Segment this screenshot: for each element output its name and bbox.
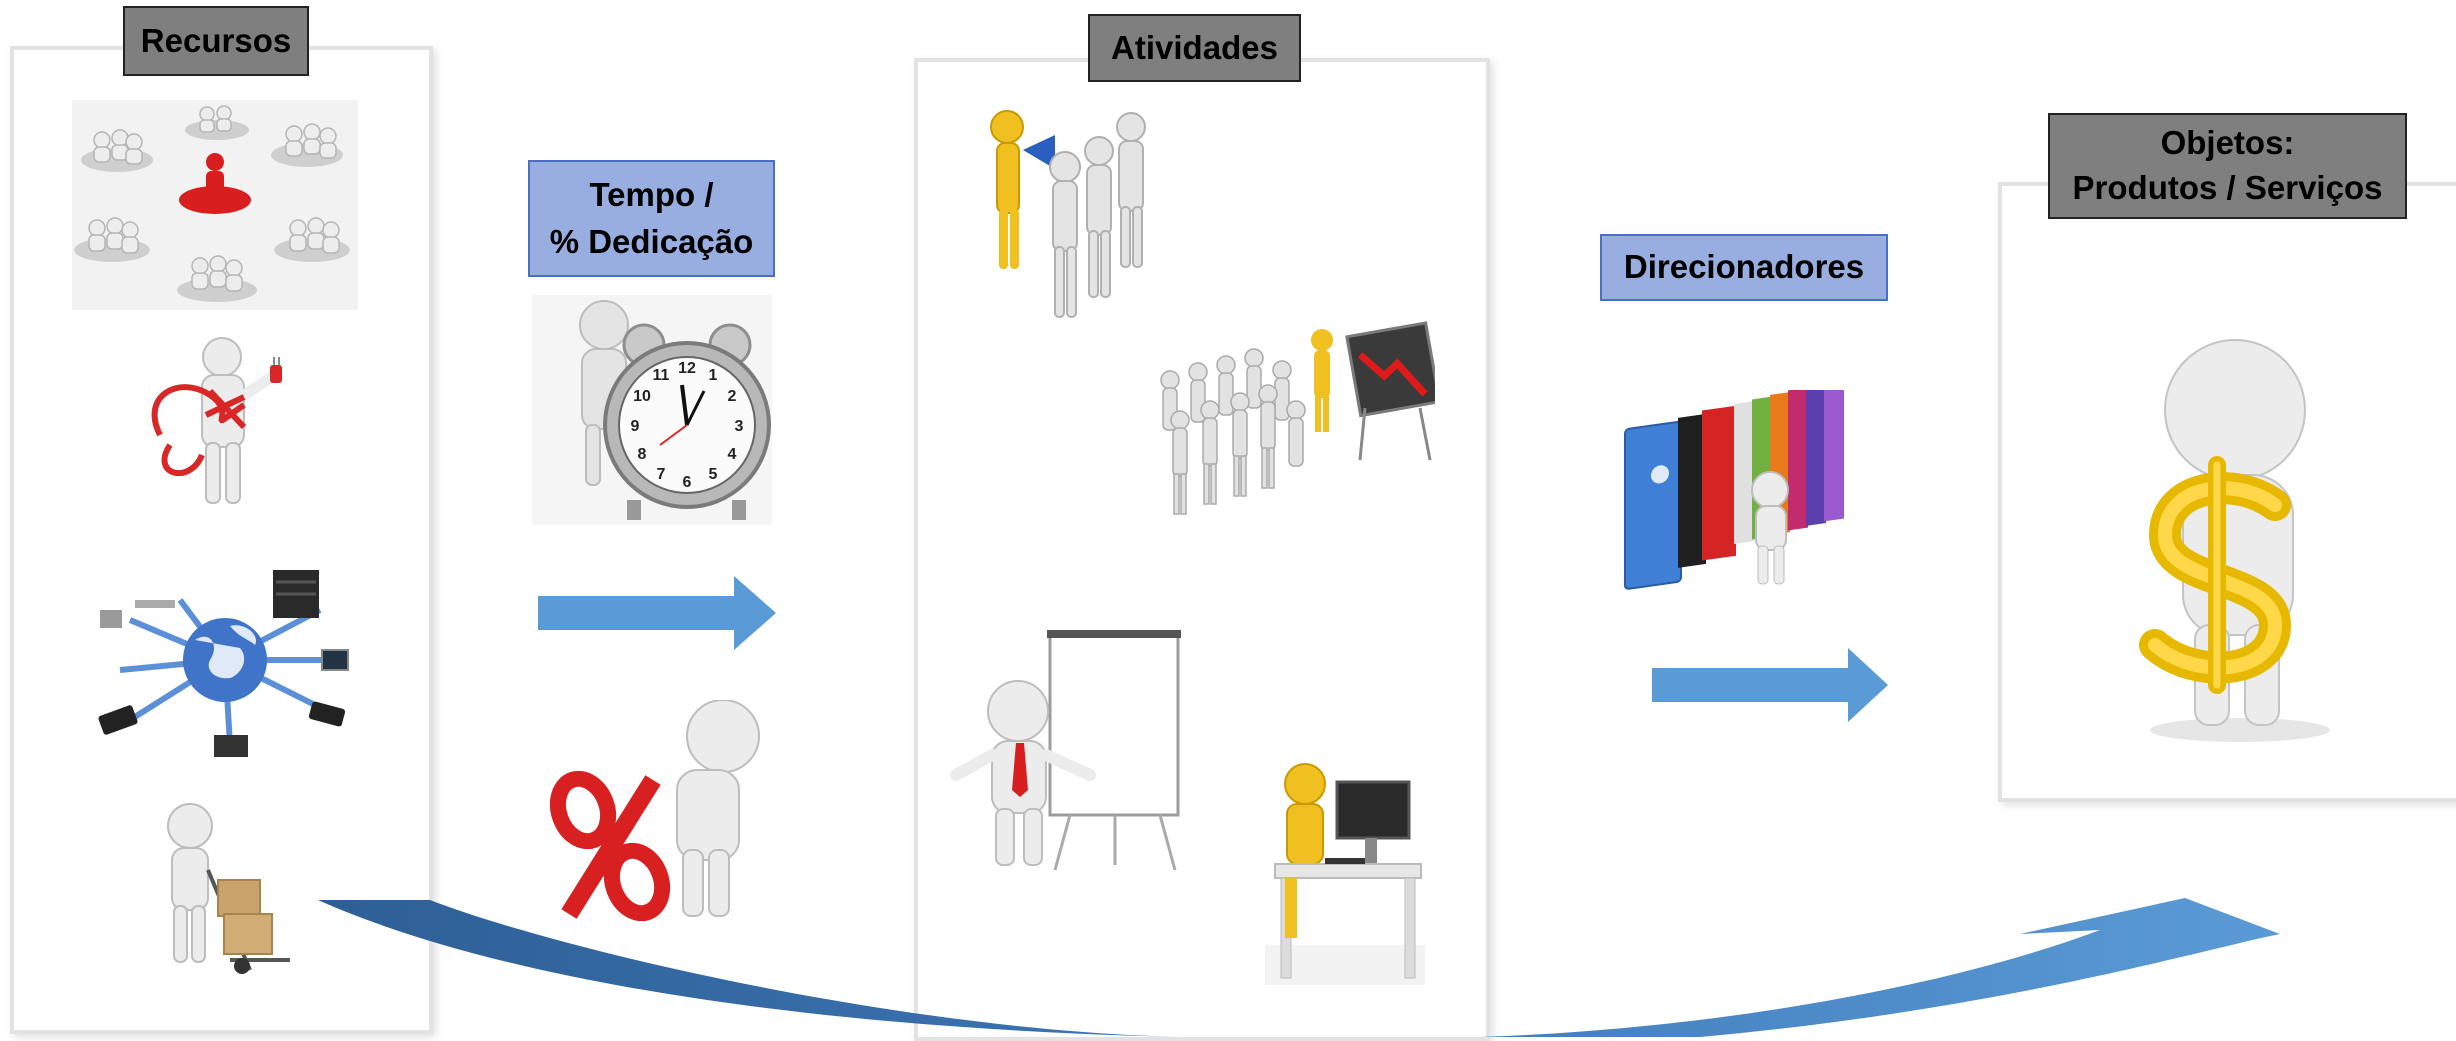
person-holding-dollar-sign-icon (2139, 339, 2330, 742)
svg-text:11: 11 (653, 367, 670, 384)
people-network-icon (72, 100, 358, 310)
svg-text:12: 12 (678, 360, 696, 377)
recursos-label: Recursos (123, 6, 309, 76)
leader-with-megaphone-icon (990, 110, 1146, 318)
svg-text:2: 2 (728, 388, 737, 405)
right-arrow-tempo (538, 576, 776, 650)
right-arrow-direcionadores (1652, 648, 1888, 722)
person-with-power-cable-icon (151, 337, 282, 504)
svg-text:5: 5 (709, 466, 718, 483)
svg-text:7: 7 (657, 466, 666, 483)
svg-text:3: 3 (735, 418, 744, 435)
presenter-at-flipchart-icon (950, 630, 1181, 871)
tempo-label: Tempo / % Dedicação (528, 160, 775, 277)
person-with-binders-icon (1624, 390, 1844, 590)
svg-text:4: 4 (728, 446, 737, 463)
svg-text:1: 1 (709, 367, 718, 384)
svg-text:6: 6 (683, 474, 692, 491)
person-with-percent-sign-icon (549, 700, 760, 922)
globe-network-devices-icon (98, 570, 349, 757)
person-at-computer-icon (1265, 763, 1425, 985)
svg-text:9: 9 (631, 418, 640, 435)
person-with-alarm-clock-icon: 12 1 2 3 4 5 6 7 8 9 10 11 (532, 295, 772, 525)
team-with-declining-chart-icon (1160, 321, 1435, 515)
atividades-label: Atividades (1088, 14, 1301, 82)
objetos-label: Objetos: Produtos / Serviços (2048, 113, 2407, 219)
svg-text:10: 10 (633, 388, 651, 405)
direcionadores-label: Direcionadores (1600, 234, 1888, 301)
svg-text:8: 8 (638, 446, 647, 463)
person-with-hand-truck-icon (167, 803, 290, 974)
